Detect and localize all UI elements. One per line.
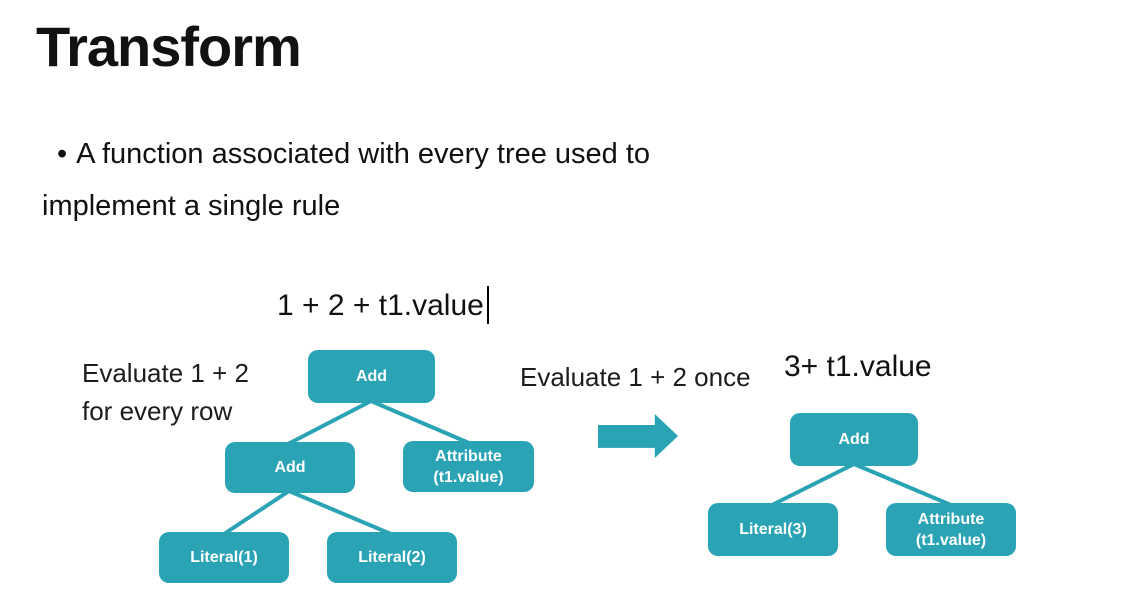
- node-label: Add: [274, 459, 306, 476]
- edge-left-add-to-literal1: [222, 489, 291, 536]
- bullet-line-1: •A function associated with every tree u…: [42, 128, 772, 180]
- edge-left-root-to-attribute: [369, 399, 471, 445]
- node-sublabel: (t1.value): [915, 531, 987, 549]
- right-tree-annotation: Evaluate 1 + 2 once: [520, 362, 751, 392]
- node-label: Attribute: [435, 447, 502, 465]
- bullet-point: •A function associated with every tree u…: [42, 128, 772, 232]
- bullet-glyph: •: [57, 138, 68, 170]
- bullet-text-line2: implement a single rule: [42, 190, 341, 222]
- right-tree-node-literal3: Literal(3): [708, 503, 838, 556]
- node-sublabel: (t1.value): [433, 468, 504, 486]
- edge-left-root-to-add: [286, 399, 373, 446]
- right-tree-node-attribute: Attribute (t1.value): [886, 503, 1016, 556]
- left-tree-node-add-inner: Add: [225, 442, 355, 493]
- left-tree-annotation: Evaluate 1 + 2 for every row: [82, 354, 249, 430]
- page-title: Transform: [36, 15, 302, 78]
- edge-right-root-to-attribute: [852, 462, 953, 507]
- node-label: Add: [355, 368, 388, 385]
- node-label: Add: [838, 431, 870, 448]
- left-tree-node-add-root: Add: [308, 350, 435, 403]
- result-expression: 3+ t1.value: [784, 350, 932, 383]
- source-expression-text: 1 + 2 + t1.value: [277, 288, 484, 322]
- node-label: Literal(3): [739, 521, 807, 538]
- left-tree-node-attribute: Attribute (t1.value): [403, 441, 534, 492]
- node-label: Literal(1): [190, 549, 258, 566]
- node-label: Attribute: [917, 510, 985, 528]
- text-cursor: [486, 286, 489, 324]
- left-tree-node-literal1: Literal(1): [159, 532, 289, 583]
- left-annotation-line1: Evaluate 1 + 2: [82, 358, 249, 388]
- node-label: Literal(2): [358, 549, 426, 566]
- left-annotation-line2: for every row: [82, 396, 233, 426]
- bullet-text-line1: A function associated with every tree us…: [76, 138, 651, 170]
- right-tree-node-add-root: Add: [790, 413, 918, 466]
- transform-arrow-icon: [598, 414, 678, 458]
- edge-right-root-to-literal3: [770, 462, 856, 507]
- source-expression: 1 + 2 + t1.value: [277, 286, 489, 326]
- edge-left-add-to-literal2: [287, 489, 393, 536]
- left-tree-node-literal2: Literal(2): [327, 532, 457, 583]
